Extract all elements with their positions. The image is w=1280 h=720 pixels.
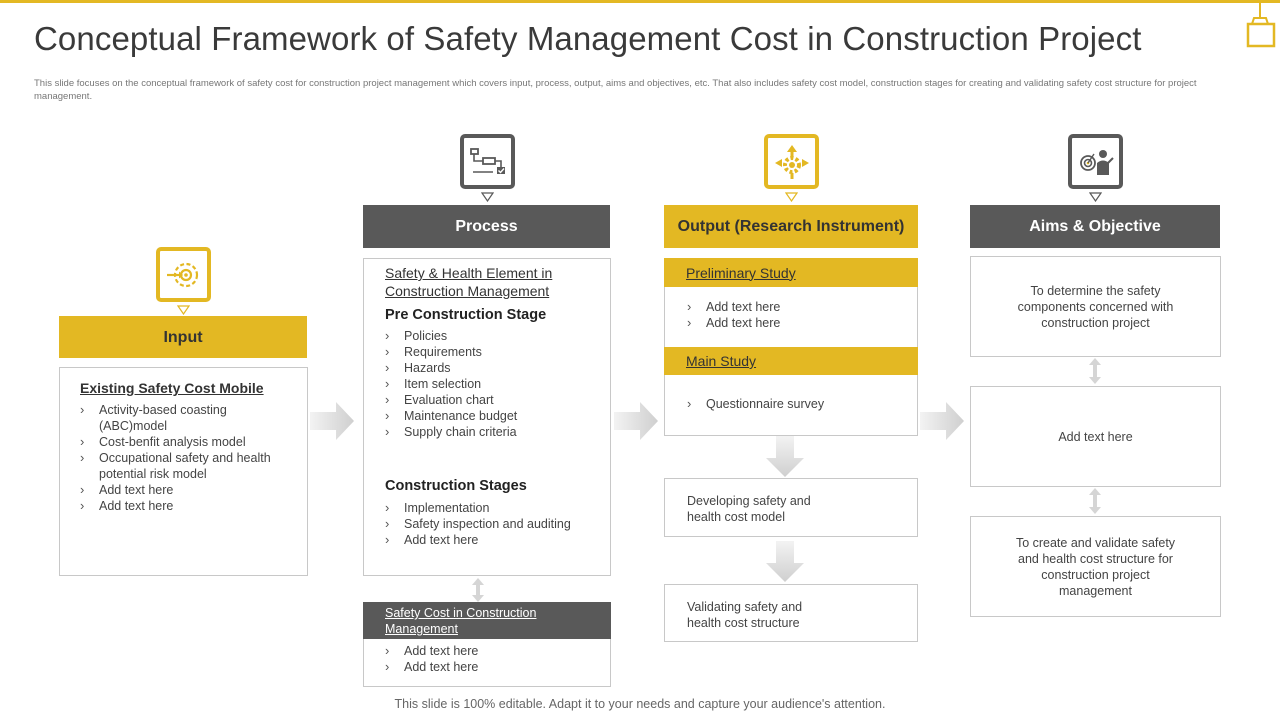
- validating-text: Validating safety and health cost struct…: [687, 600, 803, 630]
- safety-cost-box: Safety Cost in Construction Management A…: [363, 602, 611, 687]
- input-list: Activity-based coasting (ABC)model Cost-…: [80, 402, 295, 514]
- output-header: Output (Research Instrument): [664, 205, 918, 248]
- list-item: Add text here: [385, 532, 600, 548]
- double-arrow-vertical: [472, 578, 484, 602]
- double-arrow-vertical: [1089, 488, 1101, 514]
- list-item: Evaluation chart: [385, 392, 600, 408]
- pre-construction-list: Policies Requirements Hazards Item selec…: [385, 328, 600, 440]
- target-person-icon: [1068, 134, 1123, 189]
- top-accent-bar: [0, 0, 1280, 3]
- process-box: Safety & Health Element in Construction …: [363, 258, 611, 576]
- list-item: Add text here: [385, 643, 478, 659]
- pointer-triangle: [177, 305, 190, 315]
- aims-box-3: To create and validate safety and health…: [970, 516, 1221, 617]
- list-item: Questionnaire survey: [687, 396, 824, 412]
- pre-construction-title: Pre Construction Stage: [385, 307, 547, 323]
- main-study-list: Questionnaire survey: [687, 396, 824, 412]
- crane-hook-icon: [1246, 0, 1276, 48]
- aims-box-2: Add text here: [970, 386, 1221, 487]
- input-heading: Existing Safety Cost Mobile: [80, 380, 264, 396]
- developing-box: Developing safety and health cost model: [664, 478, 918, 537]
- aims-text-3: To create and validate safety and health…: [1015, 535, 1176, 598]
- list-item: Item selection: [385, 376, 600, 392]
- list-item: Hazards: [385, 360, 600, 376]
- flowchart-icon: [460, 134, 515, 189]
- page-title: Conceptual Framework of Safety Managemen…: [34, 20, 1142, 57]
- construction-stages-title: Construction Stages: [385, 478, 527, 494]
- input-header: Input: [59, 316, 307, 358]
- list-item: Activity-based coasting (ABC)model: [80, 402, 295, 434]
- pointer-triangle: [785, 192, 798, 202]
- process-heading: Safety & Health Element in Construction …: [385, 265, 553, 299]
- aims-header: Aims & Objective: [970, 205, 1220, 248]
- safety-cost-heading: Safety Cost in Construction Management: [385, 606, 537, 636]
- list-item: Maintenance budget: [385, 408, 600, 424]
- pointer-triangle: [481, 192, 494, 202]
- list-item: Cost-benfit analysis model: [80, 434, 295, 450]
- flow-arrow-down: [766, 541, 804, 582]
- aims-text-2: Add text here: [1058, 429, 1133, 444]
- flow-arrow-right: [310, 402, 354, 440]
- flow-arrow-down: [766, 436, 804, 477]
- aims-box-1: To determine the safety components conce…: [970, 256, 1221, 357]
- list-item: Add text here: [80, 482, 295, 498]
- flow-arrow-right: [614, 402, 658, 440]
- validating-box: Validating safety and health cost struct…: [664, 584, 918, 642]
- double-arrow-vertical: [1089, 358, 1101, 384]
- developing-text: Developing safety and health cost model: [687, 494, 811, 524]
- list-item: Policies: [385, 328, 600, 344]
- safety-cost-list: Add text here Add text here: [385, 643, 478, 675]
- main-study-header: Main Study: [664, 347, 918, 375]
- list-item: Implementation: [385, 500, 600, 516]
- list-item: Requirements: [385, 344, 600, 360]
- list-item: Add text here: [385, 659, 478, 675]
- list-item: Safety inspection and auditing: [385, 516, 600, 532]
- page-subtitle: This slide focuses on the conceptual fra…: [34, 78, 1197, 102]
- list-item: Add text here: [80, 498, 295, 514]
- construction-stages-list: Implementation Safety inspection and aud…: [385, 500, 600, 548]
- preliminary-list: Add text here Add text here: [687, 299, 780, 331]
- aims-text-1: To determine the safety components conce…: [1017, 283, 1174, 330]
- list-item: Add text here: [687, 299, 780, 315]
- gear-arrows-icon: [764, 134, 819, 189]
- preliminary-study-header: Preliminary Study: [664, 258, 918, 287]
- input-box: Existing Safety Cost Mobile Activity-bas…: [59, 367, 308, 576]
- pointer-triangle: [1089, 192, 1102, 202]
- list-item: Add text here: [687, 315, 780, 331]
- output-box: Preliminary Study Add text here Add text…: [664, 258, 918, 436]
- process-header: Process: [363, 205, 610, 248]
- preliminary-study-title: Preliminary Study: [686, 264, 796, 281]
- footer-note: This slide is 100% editable. Adapt it to…: [394, 697, 886, 711]
- main-study-title: Main Study: [686, 353, 757, 369]
- list-item: Occupational safety and health potential…: [80, 450, 295, 482]
- list-item: Supply chain criteria: [385, 424, 600, 440]
- flow-arrow-right: [920, 402, 964, 440]
- target-gear-icon: [156, 247, 211, 302]
